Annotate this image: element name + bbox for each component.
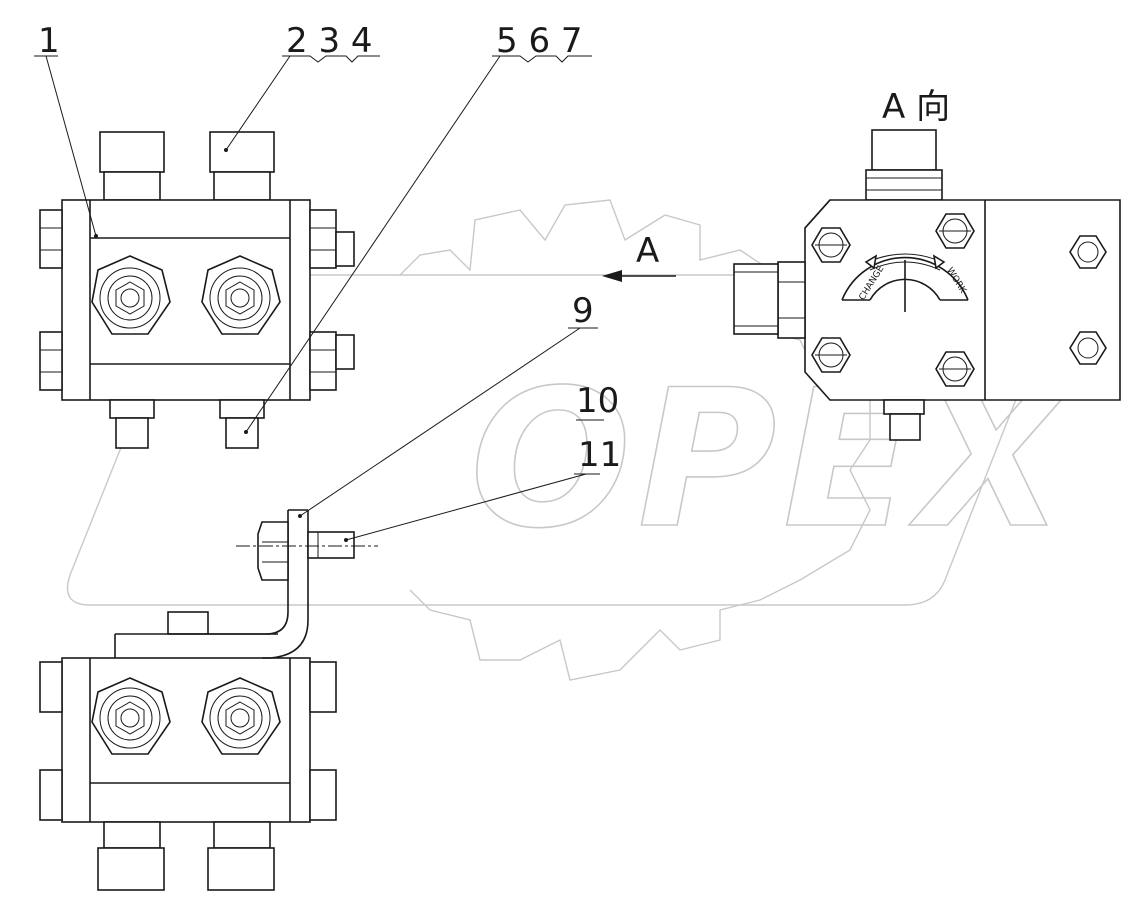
callout-5-6-7-label: 5 6 7 [496, 21, 583, 61]
callout-1-label: 1 [38, 21, 60, 61]
bracket-assembly [208, 509, 378, 659]
bolt-upper-left [811, 227, 851, 263]
callout-10-11: 10 11 [344, 381, 621, 542]
callout-2-3-4: 2 3 4 [224, 21, 380, 152]
valve-block-top [39, 131, 355, 449]
port-top-left [91, 255, 171, 335]
callout-1: 1 [34, 21, 98, 238]
callout-5-6-7: 5 6 7 [244, 21, 592, 434]
view-title: A 向 [882, 87, 950, 127]
callout-2-3-4-label: 2 3 4 [286, 21, 373, 61]
view-direction-arrow: A [602, 231, 676, 282]
bolt-lower-right [935, 351, 975, 387]
bolt-upper-right [935, 213, 975, 249]
callout-10-label: 10 [576, 381, 619, 421]
bolt-right-bottom [1069, 331, 1107, 365]
view-arrow-label: A [636, 231, 659, 271]
bolt-right-top [1069, 235, 1107, 269]
callout-9: 9 [298, 291, 598, 518]
port-bottom-right [201, 677, 281, 755]
selector-valve: CHANGE WORK [733, 129, 1121, 441]
port-bottom-left [91, 677, 171, 755]
valve-body-bottom [61, 657, 311, 823]
callout-11-label: 11 [578, 435, 621, 475]
bolt-lower-left [811, 337, 851, 373]
valve-block-bottom [39, 611, 337, 891]
port-top-right [201, 255, 281, 335]
callout-9-label: 9 [572, 291, 594, 331]
